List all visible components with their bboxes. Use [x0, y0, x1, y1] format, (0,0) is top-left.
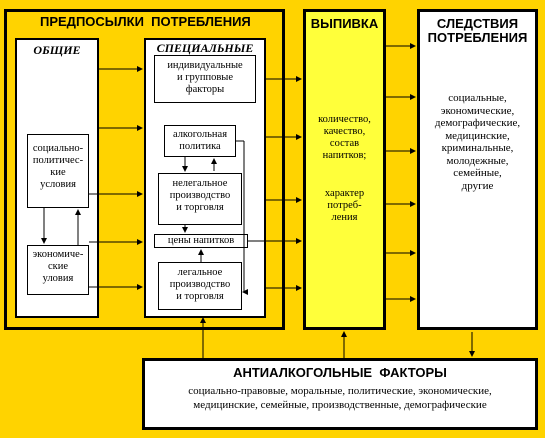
- consequences-title: СЛЕДСТВИЯ ПОТРЕБЛЕНИЯ: [427, 16, 528, 45]
- socio-political-box: социально- политичес- кие условия: [27, 134, 89, 208]
- anti-alcohol-list: социально-правовые, моральные, политичес…: [188, 385, 492, 411]
- consequences-box: [417, 9, 538, 330]
- drinking-text-quantity: количество, качество, состав напитков;: [318, 114, 371, 161]
- anti-alcohol-box: [142, 358, 538, 430]
- premises-title: ПРЕДПОСЫЛКИ ПОТРЕБЛЕНИЯ: [40, 14, 251, 29]
- illegal-production-box: нелегальное производство и торговля: [158, 173, 242, 225]
- drinking-box: [303, 9, 386, 330]
- drinking-title: ВЫПИВКА: [310, 16, 379, 31]
- legal-production-box: легальное производство и торговля: [158, 262, 242, 310]
- anti-alcohol-title: АНТИАЛКОГОЛЬНЫЕ ФАКТОРЫ: [233, 365, 447, 380]
- individual-factors-box: индивидуальные и групповые факторы: [154, 55, 256, 103]
- special-title: СПЕЦИАЛЬНЫЕ: [156, 41, 254, 55]
- drinking-text-character: характер потреб- ления: [324, 188, 365, 223]
- general-title: ОБЩИЕ: [33, 43, 81, 57]
- economic-box: экономиче- ские уловия: [27, 245, 89, 295]
- prices-box: цены напитков: [154, 234, 248, 248]
- consequences-list: социальные, экономические, демографическ…: [434, 92, 521, 192]
- alcohol-policy-box: алкогольная политика: [164, 125, 236, 157]
